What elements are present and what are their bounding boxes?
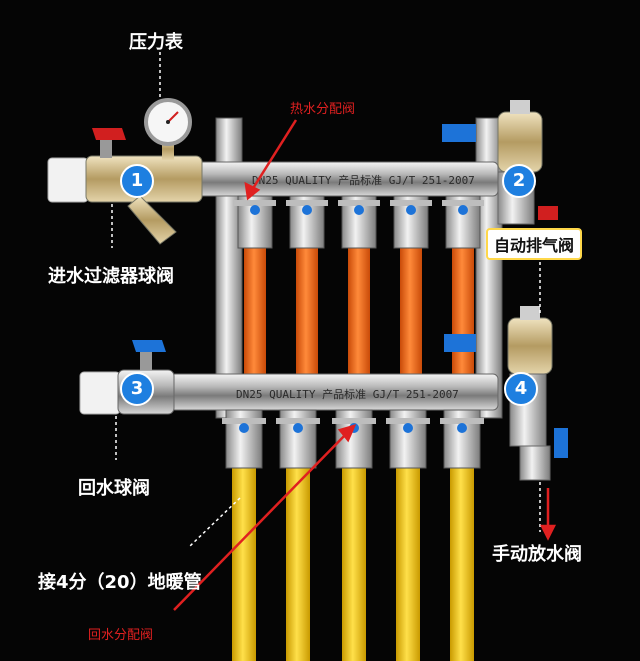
label-connect-floor-heating-pipe: 接4分（20）地暖管 xyxy=(38,572,202,593)
bar-stamp-bottom: DN25 QUALITY 产品标准 GJ/T 251-2007 xyxy=(236,387,459,401)
marker-4: 4 xyxy=(504,372,538,406)
label-pressure-gauge: 压力表 xyxy=(129,32,183,53)
marker-1: 1 xyxy=(120,164,154,198)
label-return-ball-valve: 回水球阀 xyxy=(78,478,150,499)
label-inlet-filter-ball-valve: 进水过滤器球阀 xyxy=(48,266,174,287)
label-return-water-manifold: 回水分配阀 xyxy=(88,628,154,643)
marker-2: 2 xyxy=(502,164,536,198)
label-hot-water-manifold: 热水分配阀 xyxy=(290,102,356,117)
return-pipes xyxy=(232,468,474,661)
label-manual-drain-valve: 手动放水阀 xyxy=(492,544,582,565)
return-ball-valve xyxy=(79,340,175,415)
hot-pipes xyxy=(244,248,474,378)
auto-air-vent-bottom xyxy=(444,306,553,447)
label-auto-air-vent: 自动排气阀 xyxy=(486,228,583,260)
return-outlet-valves xyxy=(222,409,484,469)
bar-stamp-top: DN25 QUALITY 产品标准 GJ/T 251-2007 xyxy=(252,173,475,187)
marker-3: 3 xyxy=(120,372,154,406)
red-arrows xyxy=(173,119,557,611)
pressure-gauge xyxy=(144,98,192,160)
manual-drain-valve xyxy=(519,428,568,481)
leader-lines xyxy=(111,52,541,547)
hot-outlet-valves xyxy=(234,195,484,249)
